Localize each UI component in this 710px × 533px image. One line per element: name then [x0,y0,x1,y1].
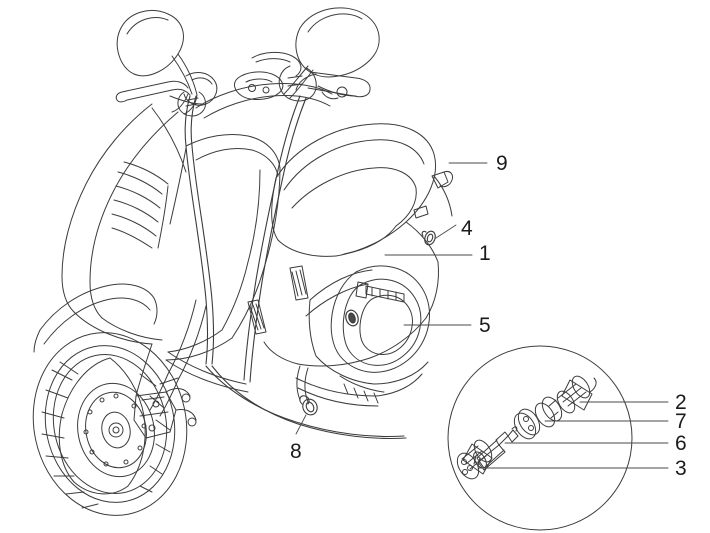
callout-label-7: 7 [675,410,687,433]
front-fairing [61,103,187,345]
callout-label-5: 5 [479,314,491,337]
leader-8 [295,414,307,435]
clip-part-8 [299,395,318,416]
brake-cable-rear [243,95,307,383]
front-wheel [32,332,188,516]
brake-caliper [133,377,197,439]
detail-circle [447,345,633,531]
part-7-collar [534,396,563,428]
part-2-end-cap [556,375,597,414]
callout-label-4: 4 [461,217,473,240]
part-3-nipple [456,439,493,480]
callout-label-2: 2 [675,391,687,414]
leader-4 [435,224,457,239]
seat [271,123,437,257]
fastener-part-4 [421,230,436,246]
part-7-washer [513,408,541,440]
callout-label-8: 8 [290,440,302,463]
callout-label-1: 1 [479,242,491,265]
body-panel-front [165,133,309,393]
brake-cable-front [184,95,215,365]
callout-label-6: 6 [675,432,687,455]
right-mirror [283,7,380,99]
left-mirror [116,10,198,115]
cable-clip-5 [345,309,359,327]
front-fender [33,283,158,353]
exploded-cable-assembly [456,375,597,480]
callout-label-9: 9 [496,152,508,175]
handlebar-assembly [115,51,371,119]
leader-lines [295,162,669,469]
callout-label-3: 3 [675,457,687,480]
rear-body [263,171,453,367]
throttle-cable [205,365,407,440]
rear-wheel-engine [295,265,430,407]
